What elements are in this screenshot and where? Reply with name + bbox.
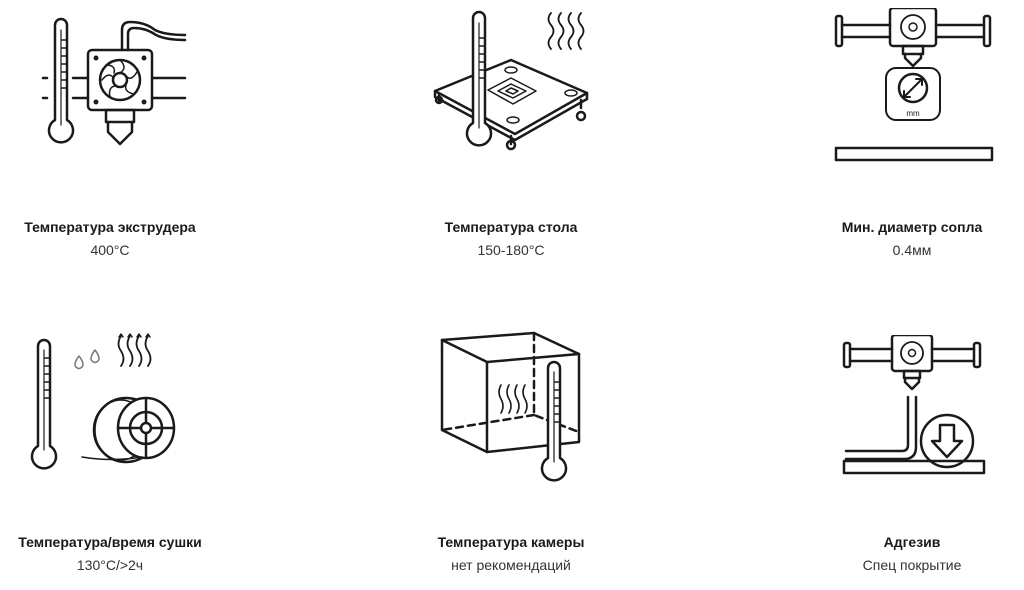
svg-text:mm: mm [906,109,920,118]
extruder-temperature-icon [40,10,190,160]
spec-title: Температура экструдера [24,219,196,235]
spec-title: Температура стола [444,219,578,235]
drying-temperature-icon [26,330,196,480]
spec-value: 400°C [90,242,130,258]
spec-title: Температура камеры [437,534,585,550]
spec-value: 150-180°C [477,242,545,258]
spec-card-drying-temperature: Температура/время сушки 130°C/>2ч [0,320,220,590]
spec-value: Спец покрытие [862,557,962,573]
spec-card-extruder-temperature: Температура экструдера 400°C [0,0,220,270]
spec-card-chamber-temperature: Температура камеры нет рекомендаций [401,320,621,590]
spec-title: Температура/время сушки [18,534,202,550]
spec-card-bed-temperature: Температура стола 150-180°C [401,0,621,270]
adhesive-icon [842,335,987,480]
spec-card-adhesive: Адгезив Спец покрытие [802,320,1022,590]
spec-value: нет рекомендаций [451,557,571,573]
spec-title: Мин. диаметр сопла [841,219,983,235]
spec-card-nozzle-diameter: mm Мин. диаметр сопла 0.4мм [802,0,1022,270]
spec-title: Адгезив [883,534,941,550]
chamber-temperature-icon [439,330,589,485]
spec-value: 130°C/>2ч [76,557,144,573]
bed-temperature-icon [433,8,593,158]
spec-value: 0.4мм [892,242,932,258]
nozzle-diameter-icon: mm [834,8,994,168]
